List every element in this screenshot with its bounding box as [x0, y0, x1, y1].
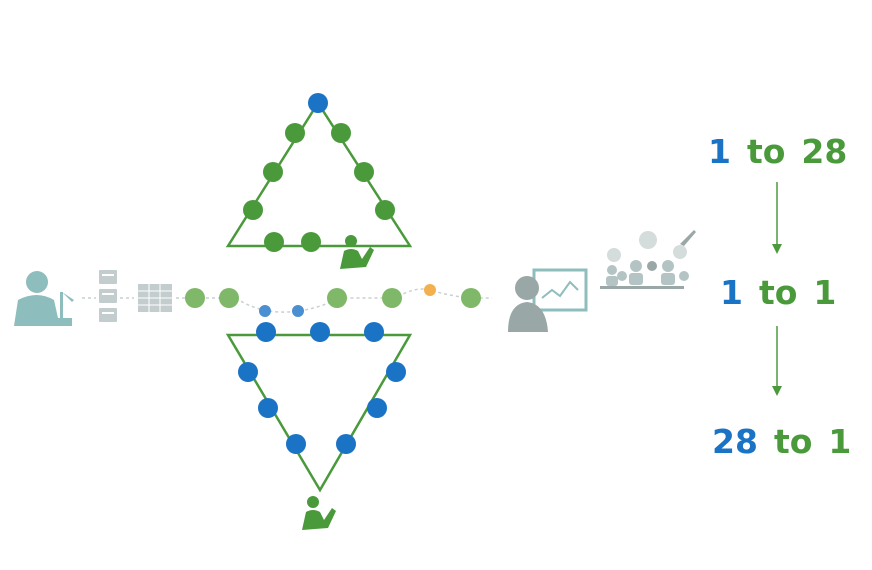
ratio-right: 1	[828, 422, 852, 461]
group-discussion-icon	[600, 230, 696, 289]
presenter-with-chart-icon	[508, 268, 588, 332]
flow-path	[176, 288, 492, 313]
lower-node	[386, 362, 406, 382]
lower-triangle	[225, 322, 413, 530]
ratio-label-1: 1 to 28	[708, 135, 847, 168]
upper-node	[354, 162, 374, 182]
flow-node-small	[259, 305, 271, 317]
lower-node	[310, 322, 330, 342]
flow-line	[176, 284, 492, 317]
flow-node-small	[292, 305, 304, 317]
lower-node	[367, 398, 387, 418]
server-rack-icon	[138, 284, 172, 312]
ratio-arrow	[772, 326, 782, 396]
flow-node	[382, 288, 402, 308]
flow-node	[461, 288, 481, 308]
ratio-arrow	[772, 182, 782, 254]
lower-node	[258, 398, 278, 418]
upper-node	[375, 200, 395, 220]
ratio-label-3: 28 to 1	[712, 425, 851, 458]
ratio-to: to	[758, 273, 798, 312]
raised-hand-icon	[302, 496, 336, 530]
lower-node	[256, 322, 276, 342]
ratio-left: 1	[720, 273, 743, 312]
ratio-to: to	[746, 132, 786, 171]
lower-node	[364, 322, 384, 342]
flow-node-highlight	[424, 284, 436, 296]
ratio-right: 28	[801, 132, 848, 171]
lower-node	[238, 362, 258, 382]
flow-node	[219, 288, 239, 308]
upper-base-node	[301, 232, 321, 252]
document-stack-icon	[99, 270, 117, 322]
ratio-left: 1	[708, 132, 731, 171]
ratio-left: 28	[712, 422, 758, 461]
upper-triangle-outline	[225, 100, 413, 248]
ratio-label-2: 1 to 1	[720, 276, 836, 309]
person-at-desk-icon	[14, 271, 74, 326]
ratio-to: to	[773, 422, 813, 461]
upper-triangle	[225, 93, 413, 269]
raised-hand-icon	[340, 235, 374, 269]
upper-base-node	[264, 232, 284, 252]
upper-node	[263, 162, 283, 182]
lower-node	[286, 434, 306, 454]
upper-node	[331, 123, 351, 143]
flow-node	[185, 288, 205, 308]
upper-node	[243, 200, 263, 220]
ratio-right: 1	[813, 273, 837, 312]
lower-node	[336, 434, 356, 454]
upper-apex-node	[308, 93, 328, 113]
flow-node	[327, 288, 347, 308]
upper-node	[285, 123, 305, 143]
